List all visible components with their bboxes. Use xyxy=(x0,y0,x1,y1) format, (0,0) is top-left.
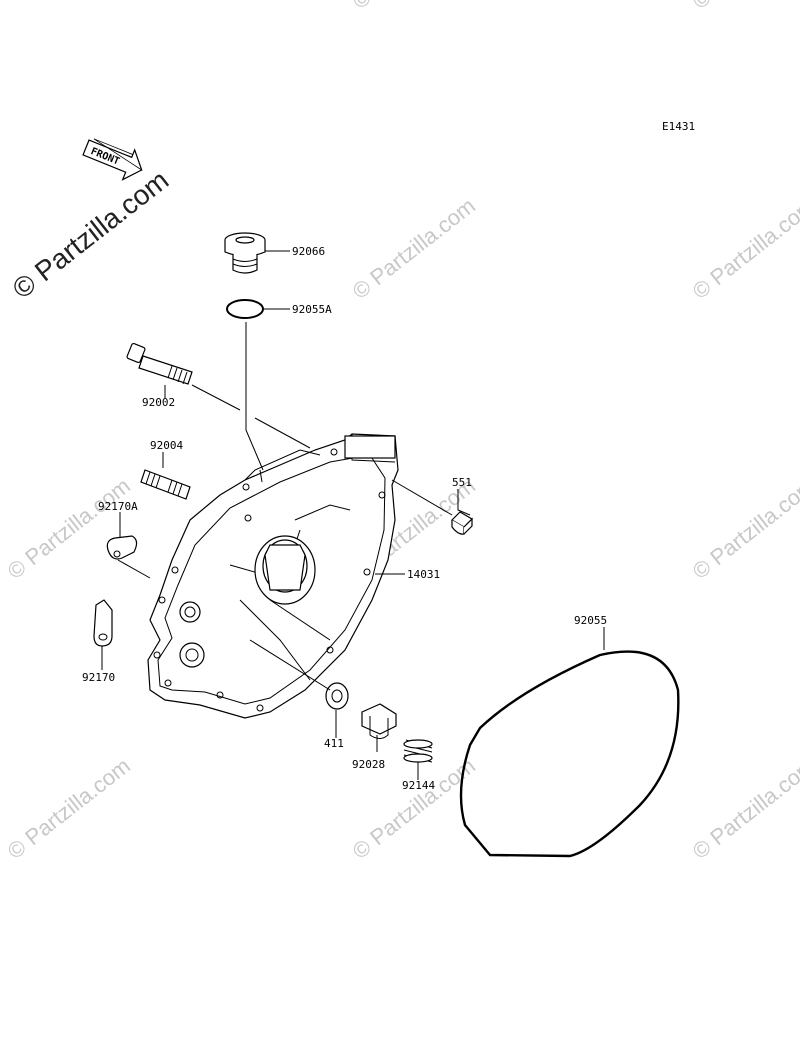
watermark: © Partzilla.com xyxy=(348,0,480,14)
watermark-logo: © Partzilla.com xyxy=(7,164,175,305)
part-92002-bolt xyxy=(126,342,193,385)
label-92066: 92066 xyxy=(292,245,325,258)
part-92004-stud xyxy=(140,469,191,500)
watermark: © Partzilla.com xyxy=(688,473,800,584)
part-92170-clamp xyxy=(93,599,113,647)
watermark: © Partzilla.com xyxy=(348,193,480,304)
diagram-code: E1431 xyxy=(662,120,695,133)
label-411: 411 xyxy=(324,737,344,750)
watermark: © Partzilla.com xyxy=(3,753,135,864)
label-92170: 92170 xyxy=(82,671,115,684)
watermark: © Partzilla.com xyxy=(688,193,800,304)
label-92055A: 92055A xyxy=(292,303,332,316)
watermark: © Partzilla.com xyxy=(3,473,135,584)
label-92028: 92028 xyxy=(352,758,385,771)
part-92028-bushing xyxy=(361,703,397,739)
label-92144: 92144 xyxy=(402,779,435,792)
leader-lines xyxy=(101,250,605,780)
part-92055A-o-ring xyxy=(226,299,264,319)
part-92066-plug xyxy=(224,232,266,274)
label-92055: 92055 xyxy=(574,614,607,627)
label-92170A: 92170A xyxy=(98,500,138,513)
label-92002: 92002 xyxy=(142,396,175,409)
part-92144-spring xyxy=(403,739,433,763)
part-14031-cover xyxy=(147,433,399,719)
label-551: 551 xyxy=(452,476,472,489)
label-14031: 14031 xyxy=(407,568,440,581)
watermark: © Partzilla.com xyxy=(688,0,800,14)
part-92170A-clamp xyxy=(106,535,138,560)
part-551-collar xyxy=(451,511,473,535)
part-92055-gasket xyxy=(459,650,680,858)
label-92004: 92004 xyxy=(150,439,183,452)
watermark: © Partzilla.com xyxy=(688,753,800,864)
part-labels: 92066 92055A 92002 92004 551 92170A 1403… xyxy=(82,245,607,792)
part-411-washer xyxy=(325,682,349,710)
